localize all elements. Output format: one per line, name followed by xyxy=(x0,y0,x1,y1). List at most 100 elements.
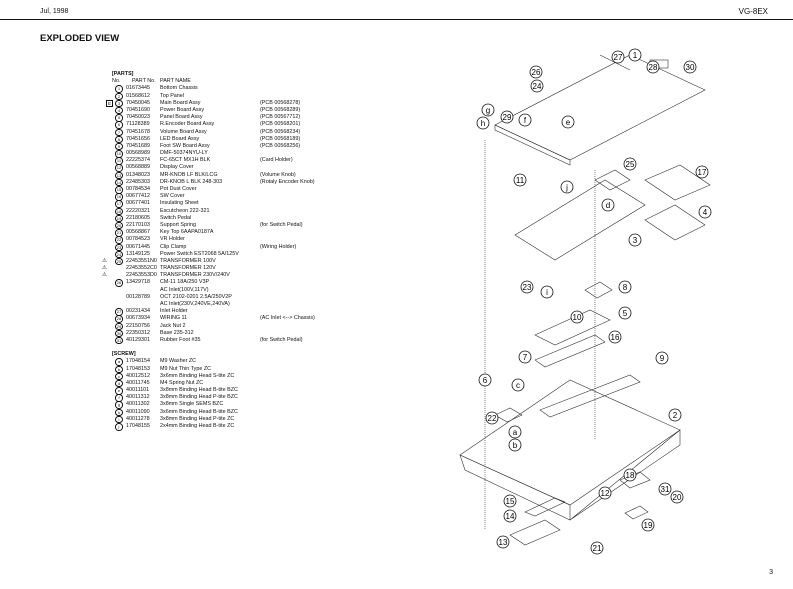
part-name: 3x8mm Binding Head P-tite BZC xyxy=(160,394,238,401)
item-number: h xyxy=(112,408,126,417)
part-number: 00568889 xyxy=(126,164,150,171)
svg-text:27: 27 xyxy=(614,53,623,62)
item-number: 29 xyxy=(115,322,123,331)
part-number: 00568989 xyxy=(126,150,150,157)
svg-text:15: 15 xyxy=(506,497,515,506)
callout-25: 25 xyxy=(623,157,637,171)
part-name: Inlet Holder xyxy=(160,308,188,315)
part-number: 22220321 xyxy=(126,207,150,214)
page-number: 3 xyxy=(769,569,773,576)
callout-23: 23 xyxy=(520,280,534,294)
part-number: 00677401 xyxy=(126,200,150,207)
part-name: DR-KNOB L BLK 248-303 xyxy=(160,178,223,185)
item-number: 15 xyxy=(115,186,123,194)
svg-text:2: 2 xyxy=(673,411,678,420)
callout-1: 1 xyxy=(628,48,642,62)
callout-12: 12 xyxy=(598,486,612,500)
callout-30: 30 xyxy=(683,60,697,74)
item-number xyxy=(112,265,126,272)
part-name: Main Board Assy xyxy=(160,99,201,106)
callout-6: 6 xyxy=(478,373,492,387)
exploded-view-diagram: 1234567891011121314151617181920212223242… xyxy=(459,48,712,555)
warning-icon: ⚠ xyxy=(102,257,107,264)
part-name: Key Top 6AAPA0187A xyxy=(160,229,214,236)
part-row: AC Inlet(230V,240VE,240VA) xyxy=(112,301,315,308)
part-row: AC Inlet(100V,117V) xyxy=(112,287,315,294)
part-number xyxy=(126,301,160,308)
callout-19: 19 xyxy=(641,518,655,532)
part-name: 3x8mm Binding Head P-tite ZC xyxy=(160,415,235,422)
svg-text:20: 20 xyxy=(673,493,682,502)
item-number: 26 xyxy=(115,279,123,287)
part-number: 40011090 xyxy=(126,408,150,415)
part-name: Power Switch EST2068 5A/125V xyxy=(160,250,239,257)
callout-b: b xyxy=(508,438,522,452)
part-number: 70451656 xyxy=(126,135,150,142)
part-name: Panel Board Assy xyxy=(160,114,203,121)
item-number: 31 xyxy=(115,336,123,345)
callout-i: i xyxy=(540,285,554,299)
part-number: 22485303 xyxy=(126,178,150,185)
svg-text:d: d xyxy=(606,201,610,210)
callout-d: d xyxy=(601,198,615,212)
callout-26: 26 xyxy=(529,65,543,79)
screw-section-label: [SCREW] xyxy=(112,351,136,358)
part-number: 22350312 xyxy=(126,329,150,336)
svg-text:19: 19 xyxy=(644,521,653,530)
svg-text:24: 24 xyxy=(533,82,542,91)
part-name: M4 Spring Nut ZC xyxy=(160,379,204,386)
item-number: 2 xyxy=(112,92,126,101)
item-number: 19 xyxy=(115,214,123,223)
part-number: 00784534 xyxy=(126,186,150,192)
item-number xyxy=(112,287,126,294)
item-number: 20 xyxy=(115,221,123,230)
svg-text:b: b xyxy=(513,441,518,450)
item-number: i xyxy=(112,415,126,424)
svg-text:5: 5 xyxy=(623,309,628,318)
part-name: DMF-50374NYU-LY xyxy=(160,150,208,157)
item-number: 10 xyxy=(115,150,123,158)
part-number: 70451690 xyxy=(126,106,150,113)
part-number: 70451689 xyxy=(126,142,150,149)
callout-22: 22 xyxy=(485,411,499,425)
item-number: g xyxy=(112,401,126,409)
part-name: TRANSFORMER 230V/240V xyxy=(160,272,230,279)
item-number: 1 xyxy=(112,85,126,93)
item-number: 22 xyxy=(115,236,123,244)
part-name: Top Panel xyxy=(160,92,184,99)
part-name: CM-11 18A/250 V3P xyxy=(160,279,210,286)
part-number: 13149125 xyxy=(126,250,150,257)
callout-5: 5 xyxy=(618,306,632,320)
svg-text:6: 6 xyxy=(483,376,488,385)
parts-section-label: [PARTS] xyxy=(112,71,134,77)
part-number: 17048153 xyxy=(126,365,150,372)
item-number: 28 xyxy=(115,315,123,323)
bottom-chassis xyxy=(494,54,706,161)
part-name: LED Board Assy xyxy=(160,135,200,142)
svg-text:12: 12 xyxy=(601,489,610,498)
part-name: M9 Washer ZC xyxy=(160,358,197,365)
part-name: Insulating Sheet xyxy=(160,200,199,207)
key-top xyxy=(509,519,561,546)
callout-j: j xyxy=(560,180,574,194)
